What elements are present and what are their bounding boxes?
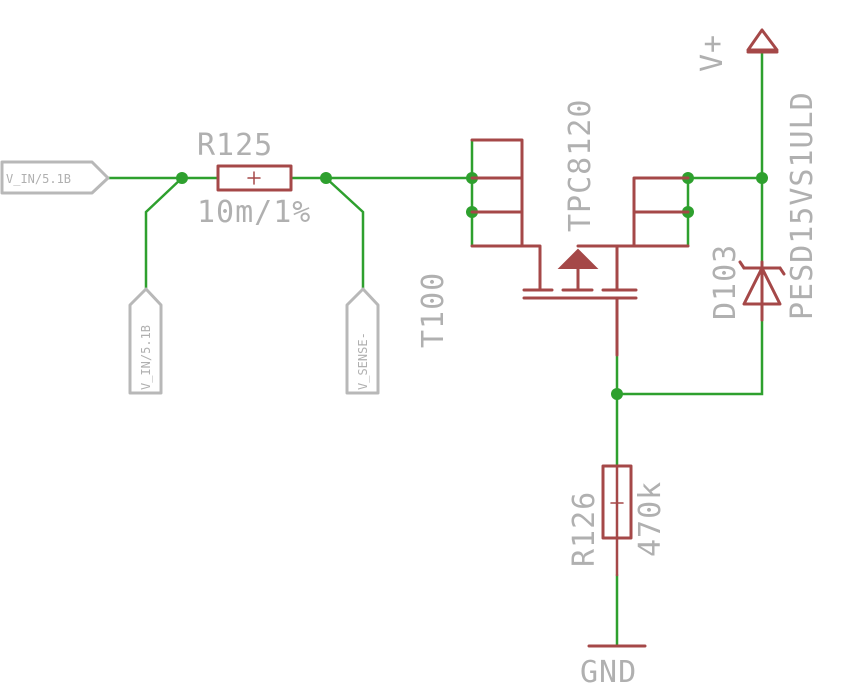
supply-vplus-symbol[interactable]: V+ bbox=[695, 28, 779, 72]
net-flag-vin-down[interactable]: V_IN/5.1B bbox=[128, 287, 163, 395]
t100-value: TPC8120 bbox=[563, 99, 598, 232]
r126-name: R126 bbox=[567, 491, 602, 567]
junction-gate bbox=[611, 388, 623, 400]
net-flag-vin-down-text: V_IN/5.1B bbox=[139, 325, 153, 390]
net-flag-vin-left-text: V_IN/5.1B bbox=[6, 172, 71, 186]
transistor-t100[interactable]: TPC8120 T100 bbox=[416, 99, 690, 357]
resistor-r125[interactable]: R125 10m/1% bbox=[197, 128, 311, 230]
net-flag-vin-left[interactable]: V_IN/5.1B bbox=[0, 160, 110, 195]
wire-diode-bottom bbox=[615, 318, 764, 396]
diode-d103[interactable]: D103 PESD15VS1ULD bbox=[708, 91, 820, 322]
wire-vin-branch bbox=[144, 176, 184, 290]
wire-sense-branch bbox=[324, 176, 365, 290]
junction-sense bbox=[320, 172, 332, 184]
net-flag-sense-text: V_SENSE- bbox=[356, 332, 370, 390]
wires bbox=[106, 50, 764, 647]
net-flag-sense[interactable]: V_SENSE- bbox=[345, 287, 380, 395]
junction-vin bbox=[176, 172, 188, 184]
r125-value: 10m/1% bbox=[197, 195, 311, 230]
gnd-label: GND bbox=[580, 655, 637, 690]
ground-symbol[interactable]: GND bbox=[580, 644, 647, 690]
mosfet-body-arrow bbox=[557, 248, 599, 269]
d103-name: D103 bbox=[708, 244, 743, 320]
d103-value: PESD15VS1ULD bbox=[785, 91, 820, 320]
resistor-r126[interactable]: R126 470k bbox=[567, 464, 668, 577]
vplus-label: V+ bbox=[695, 34, 730, 72]
t100-name: T100 bbox=[416, 272, 451, 348]
junction-vplus bbox=[756, 172, 768, 184]
r125-name: R125 bbox=[197, 128, 273, 163]
r126-value: 470k bbox=[633, 481, 668, 557]
